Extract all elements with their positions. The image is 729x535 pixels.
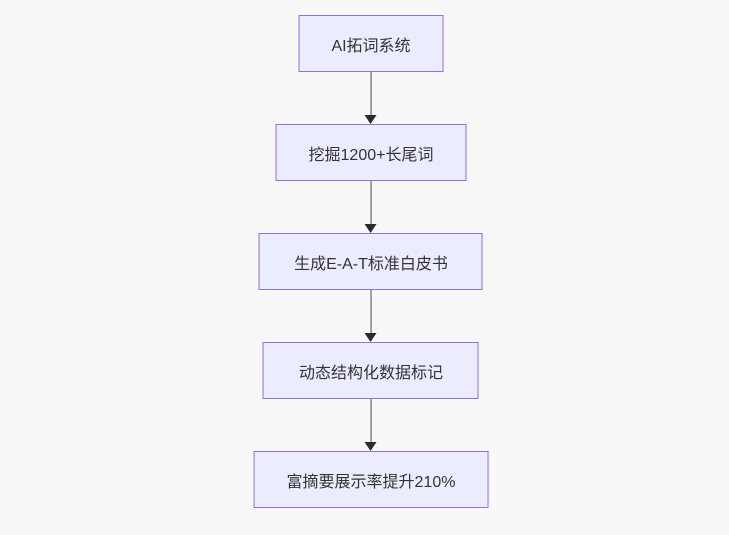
flowchart: AI拓词系统 挖掘1200+长尾词 生成E-A-T标准白皮书 动态结构化数据标记 xyxy=(253,15,489,508)
flow-arrow-3 xyxy=(365,290,377,342)
arrowhead-down-icon xyxy=(365,333,377,342)
flow-node-label: 动态结构化数据标记 xyxy=(298,364,443,382)
flow-node-ai-expansion: AI拓词系统 xyxy=(298,15,444,72)
flow-node-label: 富摘要展示率提升210% xyxy=(286,473,456,491)
flow-arrow-4 xyxy=(365,399,377,451)
flow-node-longtail-mining: 挖掘1200+长尾词 xyxy=(275,124,467,181)
flow-node-label: AI拓词系统 xyxy=(331,37,411,55)
flow-node-label: 挖掘1200+长尾词 xyxy=(308,146,434,164)
flow-arrow-2 xyxy=(365,181,377,233)
flow-node-eat-whitepaper: 生成E-A-T标准白皮书 xyxy=(259,233,483,290)
arrowhead-down-icon xyxy=(365,442,377,451)
flow-node-structured-data: 动态结构化数据标记 xyxy=(263,342,479,399)
arrow-line xyxy=(370,181,372,224)
arrowhead-down-icon xyxy=(365,224,377,233)
arrow-line xyxy=(370,72,372,115)
flow-node-label: 生成E-A-T标准白皮书 xyxy=(294,255,448,273)
arrowhead-down-icon xyxy=(365,115,377,124)
flow-node-rich-snippet-result: 富摘要展示率提升210% xyxy=(253,451,489,508)
flow-arrow-1 xyxy=(365,72,377,124)
arrow-line xyxy=(370,399,372,442)
arrow-line xyxy=(370,290,372,333)
